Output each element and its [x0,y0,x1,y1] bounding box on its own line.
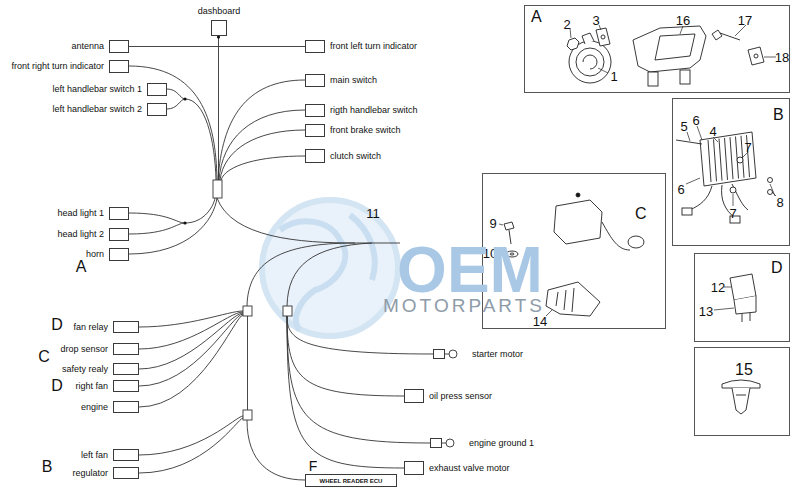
connector-label: front left turn indicator [330,42,417,51]
connector-label: main switch [330,76,377,85]
connector-label: clutch switch [330,152,381,161]
connector-label: front right turn indicator [11,62,104,71]
group-letter: D [771,260,783,276]
group-letter: A [76,259,87,275]
group-letter: B [42,459,53,475]
connector-box: right fan [113,380,139,392]
connector-box: rigth handlebar switch [305,104,325,117]
callout-number: 12 [711,281,725,294]
rubber-mount [546,282,600,316]
bolt [567,38,579,50]
watermark: OEM [397,238,543,302]
connector-box: fan relay [113,321,139,333]
connector-label: dashboard [198,7,241,16]
watermark-globe [262,200,398,336]
group-letter: C [38,349,50,365]
connector-label: left handlebar switch 2 [52,105,142,114]
callout-number: 2 [563,18,570,31]
group-letter: C [635,206,647,222]
callout-number: 6 [692,114,699,127]
connector-label: head light 2 [57,230,104,239]
connector-label: antenna [71,42,104,51]
dashboard-connector: dashboard [211,20,227,36]
ecu-name: WHEEL READER ECU [320,478,383,484]
relay [730,274,756,322]
connector-box: left handlebar switch 1 [147,83,167,96]
connector-box: front left turn indicator [305,40,325,53]
connector-box: clutch switch [305,149,325,163]
group-letter: D [51,317,63,333]
connector-label: exhaust valve motor [429,464,510,473]
group-letter: 15 [735,362,753,378]
switch-housing [633,26,706,86]
connector-label: engine ground 1 [469,439,534,448]
callout-number: 3 [592,14,599,27]
connector-box: engine [113,401,139,413]
callout-number: 9 [489,217,496,230]
connector-label: safety realy [62,365,108,374]
leaders-a [570,25,776,73]
splice-dots [183,35,220,224]
bracket [596,28,610,46]
leaders-b [686,126,776,206]
connector-box: front right turn indicator [109,60,129,73]
drop-sensor [554,193,644,250]
group-letter: D [51,378,63,394]
connector-label: regulator [72,469,108,478]
callout-number: 1 [610,70,617,83]
voltage-regulator [682,132,756,223]
connector-box: antenna [109,40,129,53]
callout-number: 14 [533,315,547,328]
callout-number: 17 [738,14,752,27]
connector-label: horn [86,250,104,259]
connector-label: front brake switch [330,126,401,135]
group-panel: D [694,253,790,342]
callout-number: 7 [729,207,736,220]
connector-label: head light 1 [57,209,104,218]
connector-box: regulator [113,467,139,479]
callout-number: 13 [699,305,713,318]
plastic-clip [722,380,760,414]
ecu-box: WHEEL READER ECU [305,474,397,487]
connector-box: head light 1 [109,207,129,220]
connector-label: rigth handlebar switch [330,106,418,115]
connector-label: drop sensor [60,345,108,354]
group-panel: B [672,98,790,246]
group-letter: B [773,107,784,123]
fasteners-b [676,140,773,195]
connector-box: oil press sensor [404,389,424,403]
connector-box: head light 2 [109,228,129,241]
group-letter: F [309,459,318,473]
connector-label: oil press sensor [429,392,492,401]
watermark: MOTORPARTS [383,296,545,315]
connector-label: left fan [81,451,108,460]
callout-number: 18 [775,51,789,64]
connector-box: front brake switch [305,124,325,137]
callout-number: 4 [709,125,716,138]
callout-number: 7 [744,141,751,154]
connector-box: left fan [113,449,139,461]
connector-box: left handlebar switch 2 [147,103,167,116]
connector-label: starter motor [472,350,523,359]
group-letter: A [531,9,542,25]
connector-label: fan relay [73,323,108,332]
ring-terminal: engine ground 1 [430,438,442,448]
callout-number: 8 [776,196,783,209]
connector-box: main switch [305,74,325,87]
callout-number: 5 [680,120,687,133]
group-panel: 15 [694,347,790,436]
connector-box: horn [109,248,129,261]
connector-box: drop sensor [113,343,139,355]
callout-number: 16 [676,14,690,27]
callout-number: 11 [366,207,380,220]
connector-box: safety realy [113,363,139,375]
clip-bracket [748,47,764,65]
connector-box: exhaust valve motor [404,461,424,475]
connector-label: right fan [75,382,108,391]
connector-label: left handlebar switch 1 [52,85,142,94]
connector-label: engine [81,403,108,412]
ring-terminal: starter motor [433,349,445,359]
harness-junctions [213,180,292,420]
callout-number: 6 [677,183,684,196]
